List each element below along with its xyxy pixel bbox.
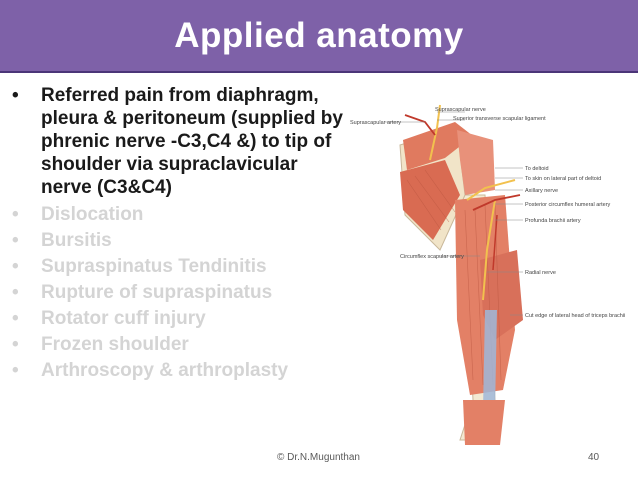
tendon-band bbox=[483, 310, 497, 410]
label-axillary-nerve: Axillary nerve bbox=[525, 188, 558, 194]
bullet-marker: • bbox=[12, 282, 19, 303]
label-to-deltoid: To deltoid bbox=[525, 166, 549, 172]
slide-title: Applied anatomy bbox=[174, 15, 464, 55]
bullet-marker: • bbox=[12, 334, 19, 355]
profunda-artery-path bbox=[492, 214, 498, 271]
page-number: 40 bbox=[588, 452, 600, 463]
bullet-marker: • bbox=[12, 204, 19, 225]
label-profunda-brachii-artery: Profunda brachii artery bbox=[525, 218, 581, 224]
title-bar: Applied anatomy bbox=[0, 0, 638, 73]
footer-credit: © Dr.N.Mugunthan bbox=[277, 452, 360, 463]
footer: © Dr.N.Mugunthan 40 bbox=[0, 449, 638, 469]
label-superior-transverse-scapular-ligament: Superior transverse scapular ligament bbox=[453, 116, 546, 122]
bullet-text: Supraspinatus Tendinitis bbox=[41, 256, 267, 277]
label-circumflex-scapular-artery: Circumflex scapular artery bbox=[400, 254, 464, 260]
bullet-marker: • bbox=[12, 230, 19, 251]
bullet-text: Arthroscopy & arthroplasty bbox=[41, 360, 289, 381]
bullet-marker: • bbox=[12, 360, 19, 381]
bullet-item: • Frozen shoulder bbox=[12, 333, 347, 356]
bullet-item: • Referred pain from diaphragm, pleura & … bbox=[12, 84, 347, 199]
radial-nerve-path bbox=[482, 199, 496, 301]
anatomy-illustration: Suprascapular nerve Superior transverse … bbox=[350, 104, 625, 445]
label-cut-edge-triceps: Cut edge of lateral head of triceps brac… bbox=[525, 313, 625, 319]
label-posterior-circumflex-humeral-artery: Posterior circumflex humeral artery bbox=[525, 202, 611, 208]
axillary-nerve-path bbox=[466, 179, 516, 201]
bullet-item: • Bursitis bbox=[12, 229, 347, 252]
label-to-skin-lateral-deltoid: To skin on lateral part of deltoid bbox=[525, 176, 601, 182]
forearm bbox=[463, 400, 505, 445]
bullet-item: • Rotator cuff injury bbox=[12, 307, 347, 330]
bullet-text: Dislocation bbox=[41, 204, 144, 225]
muscle-striations bbox=[406, 169, 502, 386]
bullet-marker: • bbox=[12, 85, 19, 106]
label-radial-nerve: Radial nerve bbox=[525, 270, 556, 276]
bullet-list: • Referred pain from diaphragm, pleura & … bbox=[12, 84, 347, 385]
bullet-item: • Dislocation bbox=[12, 203, 347, 226]
bullet-text: Referred pain from diaphragm, pleura & p… bbox=[41, 85, 343, 198]
deltoid-region bbox=[457, 130, 495, 195]
circumflex-artery-path bbox=[472, 194, 521, 211]
bullet-marker: • bbox=[12, 256, 19, 277]
infraspinatus-muscle bbox=[400, 160, 460, 240]
label-suprascapular-artery: Suprascapular artery bbox=[350, 120, 401, 126]
bullet-item: • Arthroscopy & arthroplasty bbox=[12, 359, 347, 382]
label-suprascapular-nerve: Suprascapular nerve bbox=[435, 107, 486, 113]
bullet-item: • Supraspinatus Tendinitis bbox=[12, 255, 347, 278]
suprascapular-nerve-path bbox=[429, 104, 441, 161]
supraspinatus-muscle bbox=[403, 122, 473, 170]
bullet-marker: • bbox=[12, 308, 19, 329]
bullet-text: Rotator cuff injury bbox=[41, 308, 206, 329]
bullet-text: Rupture of supraspinatus bbox=[41, 282, 273, 303]
bullet-text: Frozen shoulder bbox=[41, 334, 189, 355]
bullet-text: Bursitis bbox=[41, 230, 112, 251]
bullet-item: • Rupture of supraspinatus bbox=[12, 281, 347, 304]
